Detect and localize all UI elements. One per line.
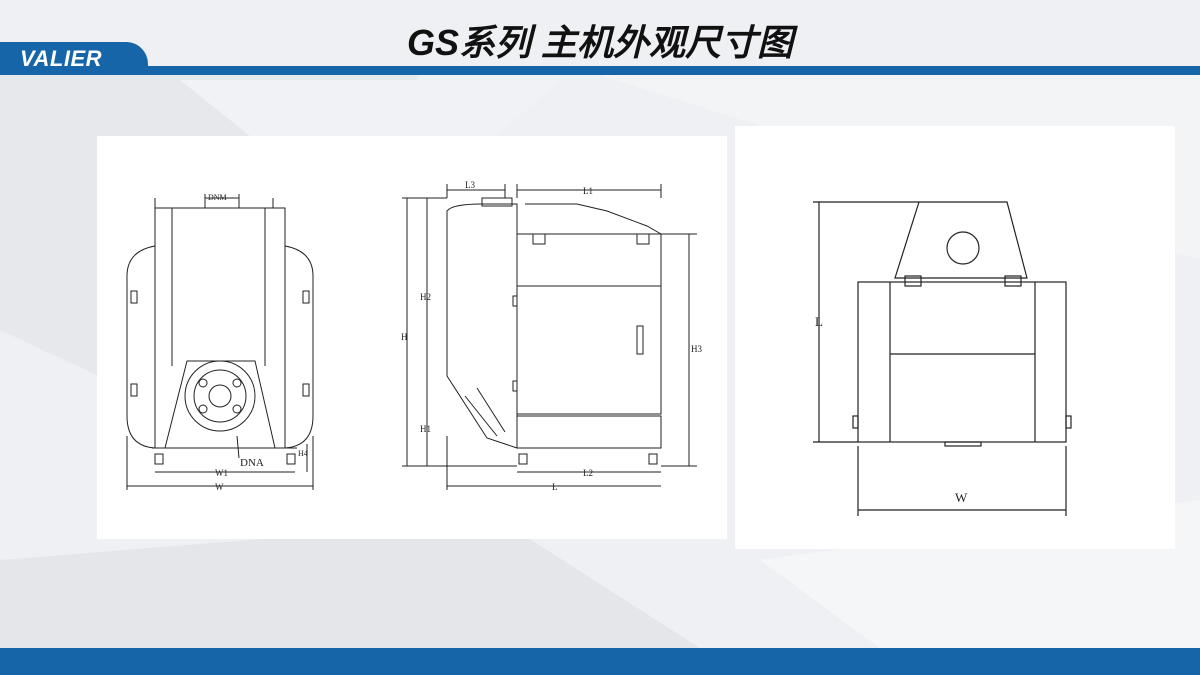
h4-label: H4 xyxy=(298,449,308,458)
h-label: H xyxy=(401,332,408,342)
dnm-label: DNM xyxy=(208,193,227,202)
header-bar xyxy=(0,66,1200,75)
page-title: GS系列 主机外观尺寸图 xyxy=(406,22,794,63)
logo: VALIER xyxy=(20,46,103,71)
l2-label: L2 xyxy=(583,468,593,478)
top-w-label: W xyxy=(955,490,968,505)
top-view: L W xyxy=(813,201,1072,516)
l3-label: L3 xyxy=(465,180,475,190)
h1-label: H1 xyxy=(420,424,431,434)
drawing-panel-right: L W xyxy=(735,126,1175,549)
l1-label: L1 xyxy=(583,186,593,196)
dna-label: DNA xyxy=(240,457,264,469)
w1-label: W1 xyxy=(215,468,228,478)
footer-bar xyxy=(0,648,1200,675)
h3-label: H3 xyxy=(691,344,702,354)
l-label: L xyxy=(552,482,558,492)
logo-tab xyxy=(0,42,148,75)
top-l-label: L xyxy=(815,314,823,329)
h2-label: H2 xyxy=(420,292,431,302)
w-label: W xyxy=(215,482,224,492)
front-view: DNM DNA W1 W H4 xyxy=(126,193,314,492)
drawing-panel-left: DNM DNA W1 W H4 xyxy=(97,136,727,539)
side-view: L3 L1 H2 H H3 H1 L2 L xyxy=(401,180,702,492)
